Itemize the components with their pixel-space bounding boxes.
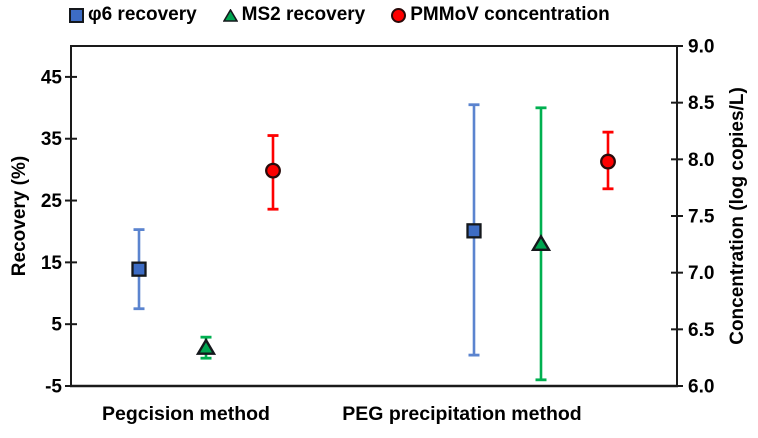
marker-ms2-cat0 xyxy=(195,337,217,355)
x-category-label: PEG precipitation method xyxy=(342,403,581,425)
y-left-tick-label: -5 xyxy=(45,377,62,398)
legend-label-phi6: φ6 recovery xyxy=(88,4,197,25)
left-axis-title: Recovery (%) xyxy=(9,155,30,277)
y-right-tick-label: 8.5 xyxy=(688,93,715,114)
y-right-tick-label: 7.0 xyxy=(688,263,714,284)
marker-pmmov-cat1 xyxy=(600,153,616,170)
legend-label-pmmov: PMMoV concentration xyxy=(410,4,610,25)
legend-item-ms2: MS2 recovery xyxy=(222,4,366,26)
right-axis-title: Concentration (log copies/L) xyxy=(727,87,748,345)
y-right-tick-label: 6.5 xyxy=(688,320,715,341)
marker-phi6-cat1 xyxy=(466,223,482,239)
marker-pmmov-cat0 xyxy=(265,162,281,179)
y-left-tick-label: 35 xyxy=(41,129,63,150)
plot-frame xyxy=(70,45,678,387)
y-left-tick-label: 25 xyxy=(41,191,63,212)
y-right-tick-label: 9.0 xyxy=(688,37,714,58)
legend-label-ms2: MS2 recovery xyxy=(241,4,366,25)
y-left-tick-label: 15 xyxy=(41,253,63,274)
y-right-tick-label: 7.5 xyxy=(688,207,715,228)
y-left-tick-label: 5 xyxy=(51,315,62,336)
circle-marker-icon xyxy=(391,7,407,23)
legend-item-phi6: φ6 recovery xyxy=(69,4,197,26)
x-category-label: Pegcision method xyxy=(102,403,270,425)
y-right-tick-label: 8.0 xyxy=(688,150,714,171)
marker-phi6-cat0 xyxy=(131,261,147,277)
marker-ms2-cat1 xyxy=(530,233,552,252)
y-right-tick-label: 6.0 xyxy=(688,377,714,398)
triangle-marker-icon xyxy=(222,8,238,22)
y-left-tick-label: 45 xyxy=(41,67,63,88)
chart-legend: φ6 recovery MS2 recovery PMMoV concentra… xyxy=(69,1,610,29)
legend-item-pmmov: PMMoV concentration xyxy=(391,4,610,26)
square-marker-icon xyxy=(69,7,84,23)
